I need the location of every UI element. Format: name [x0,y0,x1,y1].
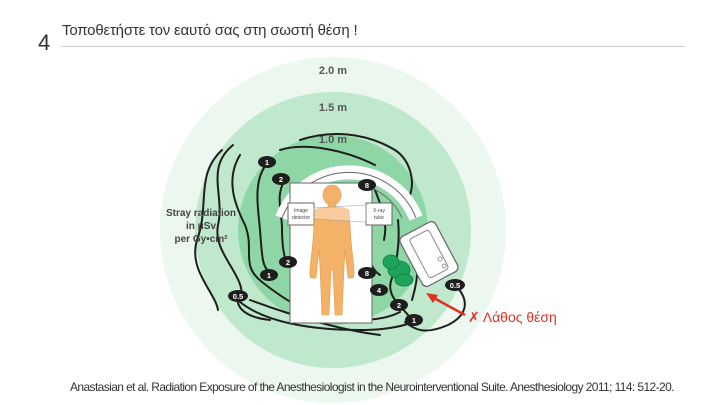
isodose-marker: 0.5 [228,290,248,302]
isodose-marker: 1 [405,314,423,326]
wrong-position-label: ✗Λάθος θέση [468,309,557,326]
xray-tube [365,202,393,226]
isodose-marker: 4 [370,284,388,296]
xray-beam [313,204,367,223]
citation: Anastasian et al. Radiation Exposure of … [70,380,674,394]
distance-label-2m: 2.0 m [319,65,347,77]
xray-tube-label-1: X-ray [373,208,385,214]
svg-text:4: 4 [377,286,382,295]
svg-text:2: 2 [286,258,290,267]
wrong-position-arrow [426,293,466,317]
legend-line-3: per Gy•cm² [175,234,229,245]
wrong-position-text: Λάθος θέση [482,309,557,325]
legend-line-2: in μSv [186,221,216,232]
svg-text:2: 2 [397,301,401,310]
image-detector-label-2: detector [292,215,310,221]
isodose-marker: 1 [260,269,278,281]
image-detector [287,202,315,226]
svg-text:8: 8 [365,269,369,278]
isodose-marker: 8 [358,267,376,279]
title-divider [60,46,685,47]
slide-number: 4 [38,30,51,55]
anesthesia-machine [399,221,459,287]
distance-label-1-5m: 1.5 m [319,102,347,114]
isodose-marker: 1 [258,156,276,168]
isodose-marker: 8 [358,179,376,191]
isodose-marker: 0.5 [445,279,465,291]
anesthesiologist-figure [382,254,414,287]
svg-text:1: 1 [265,158,269,167]
xray-tube-label-2: tube [374,215,384,221]
slide-title: Τοποθετήστε τον εαυτό σας στη σωστή θέση… [62,22,358,39]
isodose-marker: 2 [272,173,290,185]
image-detector-label-1: Image [294,208,308,214]
svg-text:1: 1 [412,316,416,325]
svg-text:2: 2 [279,175,283,184]
cross-mark-icon: ✗ [468,309,480,325]
isodose-marker: 2 [279,256,297,268]
svg-text:1: 1 [267,271,271,280]
distance-label-1m: 1.0 m [319,134,347,146]
svg-text:0.5: 0.5 [233,292,243,301]
svg-text:8: 8 [365,181,369,190]
isodose-marker: 2 [390,299,408,311]
legend-line-1: Stray radiation [166,208,236,219]
svg-text:0.5: 0.5 [450,281,460,290]
patient-body [309,184,355,316]
